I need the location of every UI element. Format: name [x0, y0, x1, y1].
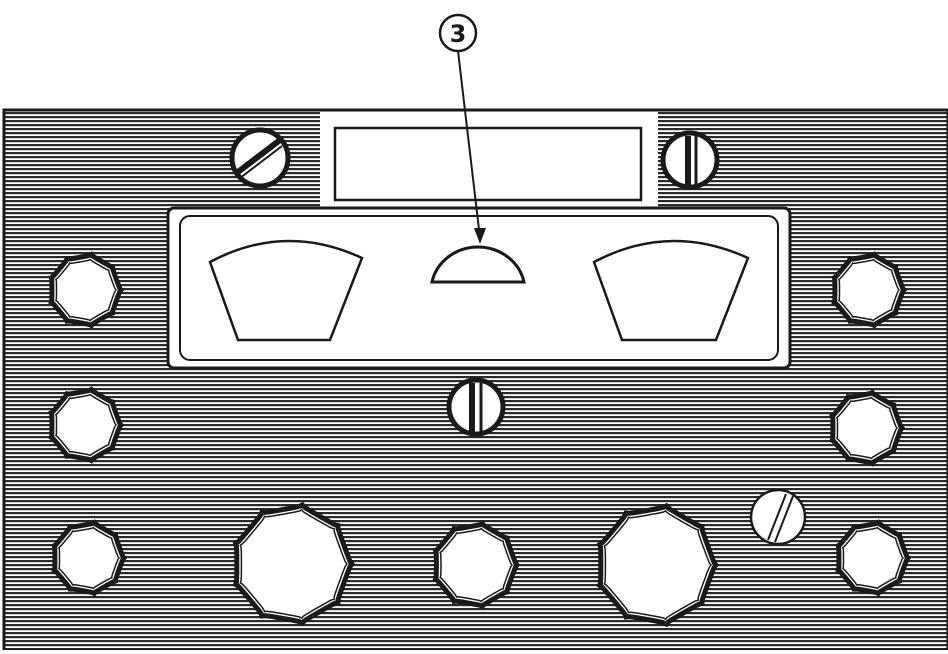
knob-left-middle	[48, 386, 125, 464]
callout-label: 3	[450, 20, 467, 48]
knob-large-right	[596, 502, 720, 628]
callout-leader	[457, 50, 481, 239]
knob-right-lower	[835, 519, 912, 597]
right-meter	[592, 239, 750, 342]
screw-center	[446, 377, 506, 437]
knob-right-middle	[829, 389, 906, 467]
indicator-lamp	[430, 245, 526, 284]
screw-top-right	[660, 130, 720, 190]
knob-left-lower	[51, 519, 128, 597]
knob-center-small	[432, 520, 521, 610]
left-meter	[208, 239, 364, 342]
screw-top-left	[229, 127, 291, 189]
screw-lower-right	[749, 488, 807, 546]
knob-right-upper	[831, 251, 908, 329]
callout-arrowhead	[474, 228, 486, 244]
knob-left-upper	[48, 251, 125, 329]
knob-large-left	[232, 501, 356, 627]
label-window	[333, 126, 643, 202]
knobs-group	[48, 251, 912, 628]
